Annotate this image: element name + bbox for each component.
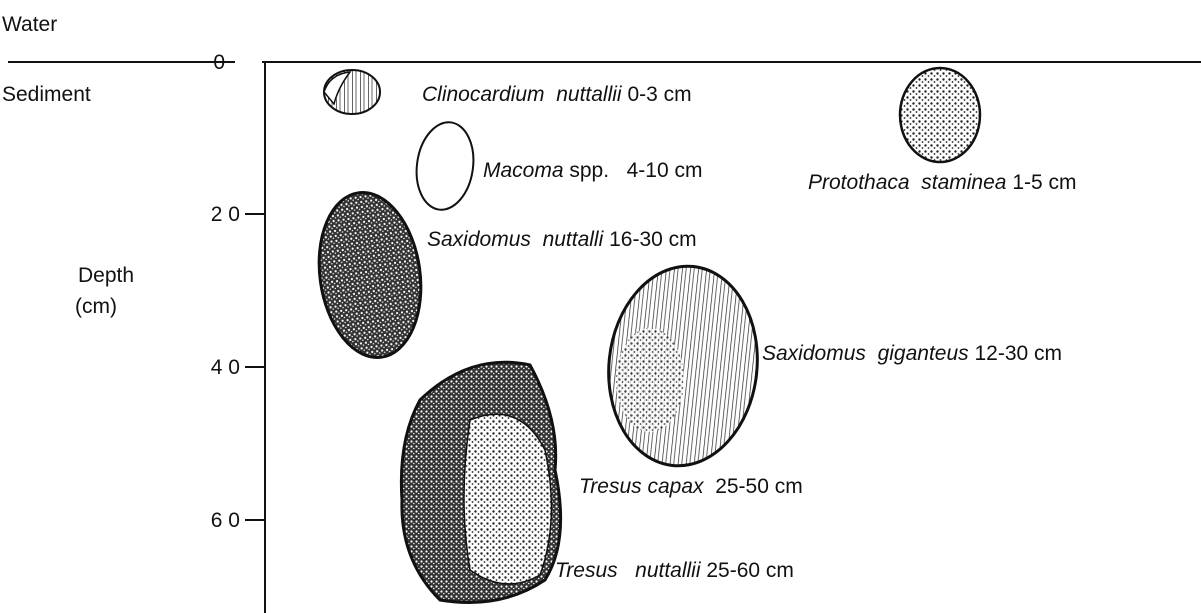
- label-tresus-capax: Tresus capax 25-50 cm: [579, 476, 803, 497]
- label-clinocardium: Clinocardium nuttallii 0-3 cm: [422, 84, 692, 105]
- sediment-label: Sediment: [2, 84, 91, 105]
- tick-label-40: 4 0: [200, 357, 240, 378]
- water-label: Water: [2, 14, 57, 35]
- depth-label: Depth: [78, 265, 134, 286]
- saxidomus-nuttalli-shell: [309, 186, 431, 364]
- label-protothaca: Protothaca staminea 1-5 cm: [808, 172, 1077, 193]
- depth-unit-label: (cm): [75, 296, 117, 317]
- macoma-shell: [411, 119, 479, 214]
- tick-label-60: 6 0: [200, 510, 240, 531]
- clinocardium-shell: [324, 70, 380, 114]
- tresus-shell: [401, 362, 560, 602]
- saxidomus-giganteus-shell: [599, 259, 767, 473]
- label-macoma: Macoma spp. 4-10 cm: [483, 160, 702, 181]
- protothaca-shell: [900, 68, 980, 162]
- label-saxidomus-nuttalli: Saxidomus nuttalli 16-30 cm: [427, 229, 697, 250]
- label-tresus-nuttallii: Tresus nuttallii 25-60 cm: [555, 560, 794, 581]
- tick-label-20: 2 0: [200, 204, 240, 225]
- tick-label-0: 0: [185, 52, 225, 73]
- label-saxidomus-giganteus: Saxidomus giganteus 12-30 cm: [762, 343, 1062, 364]
